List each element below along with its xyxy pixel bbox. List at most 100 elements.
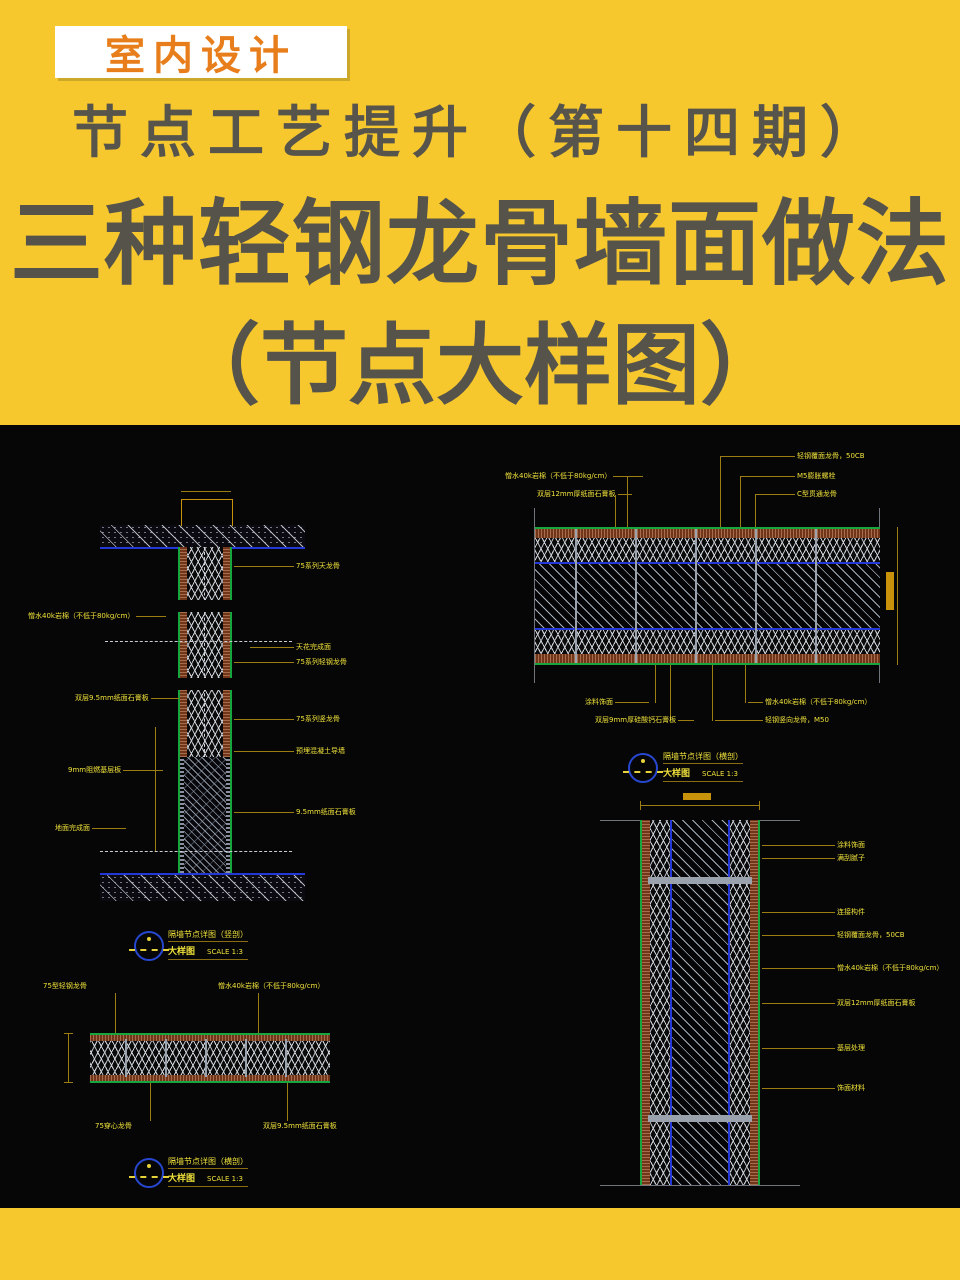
leader-line [150, 1083, 151, 1121]
annotation-label: 憎水40k岩棉（不低于80kg/cm） [505, 472, 612, 480]
annotation-row: 轻钢覆面龙骨，50CB [720, 452, 865, 461]
annotation-row: 75系列轻钢龙骨 [234, 658, 347, 667]
leader-line [762, 935, 835, 937]
drawing-title: 隔墙节点详图（横剖） [663, 751, 743, 764]
gypsum-layer [90, 1035, 330, 1041]
annotation-label: 75系列轻钢龙骨 [296, 658, 347, 666]
leader-line [715, 720, 763, 722]
curb-edge-dots [180, 757, 184, 873]
leader-line [615, 702, 649, 704]
drawing-title-block: 隔墙节点详图（横剖） 大样图 SCALE 1:3 [168, 1156, 248, 1187]
cross-connector-bar [648, 877, 752, 884]
stud-line-blue [670, 820, 672, 1185]
wall-section-upper [178, 547, 232, 757]
scale-label: SCALE 1:3 [207, 948, 243, 956]
finish-line-green [178, 757, 180, 873]
annotation-label: 双层9mm厚硅酸钙石膏板 [595, 716, 677, 724]
floor-slab-hatch [100, 873, 305, 901]
steel-stud [755, 529, 757, 663]
wall-plan-band [535, 527, 880, 665]
section-break-gap [174, 600, 236, 612]
leader-line [762, 845, 835, 847]
annotation-label: 地面完成面 [55, 824, 90, 832]
detail-callout-symbol [129, 1158, 169, 1188]
annotation-label: 9.5mm纸面石膏板 [296, 808, 356, 816]
annotation-label: 轻钢覆面龙骨，50CB [797, 452, 865, 460]
series-subtitle: 节点工艺提升（第十四期） [72, 101, 888, 166]
finish-line-green [178, 547, 180, 757]
drawing-scale-row: 大样图 SCALE 1:3 [663, 766, 743, 782]
leader-line [613, 476, 644, 478]
category-badge: 室内设计 [55, 26, 347, 79]
concrete-curb-section [178, 757, 232, 873]
annotation-row: 地面完成面 [55, 824, 126, 833]
main-title: 三种轻钢龙骨墙面做法 [10, 190, 950, 298]
leader-line [150, 698, 179, 700]
dimension-line [897, 527, 898, 665]
detail-label: 大样图 [168, 1174, 196, 1184]
leader-line [740, 476, 741, 527]
callout-dashes [129, 1176, 169, 1178]
gypsum-layer [642, 820, 650, 1185]
detail-callout-symbol [129, 931, 169, 961]
gypsum-layer [750, 820, 758, 1185]
rockwool-infill [535, 630, 880, 654]
annotation-label: 轻钢覆面龙骨，50CB [837, 931, 905, 939]
rockwool-infill [187, 547, 223, 757]
annotation-row: 轻钢竖向龙骨，M50 [715, 716, 829, 725]
rockwool-infill [90, 1041, 330, 1075]
drawing-scale-row: 大样图 SCALE 1:3 [168, 1171, 248, 1187]
annotation-label: 连接构件 [837, 908, 865, 916]
leader-line [755, 494, 795, 496]
wall-strip [640, 820, 760, 1185]
annotation-label: 憎水40k岩棉（不低于80kg/cm） [218, 982, 325, 990]
annotation-label: M5膨胀螺栓 [797, 472, 836, 480]
finish-line-green [640, 820, 642, 1185]
rockwool-infill [730, 820, 750, 1185]
annotation-row: 天花完成面 [250, 643, 331, 652]
drawing-title: 隔墙节点详图（竖剖） [168, 929, 248, 942]
drawing-title: 隔墙节点详图（横剖） [168, 1156, 248, 1169]
drawing-title-block: 隔墙节点详图（横剖） 大样图 SCALE 1:3 [663, 751, 743, 782]
annotation-row: C型贯通龙骨 [755, 490, 837, 499]
leader-line [250, 647, 294, 649]
annotation-row: 轻钢覆面龙骨，50CB [762, 931, 905, 940]
footer-band [0, 1208, 960, 1280]
drawing-title-block: 隔墙节点详图（竖剖） 大样图 SCALE 1:3 [168, 929, 248, 960]
leader-line [627, 477, 628, 527]
leader-line [745, 665, 746, 703]
annotation-row: 涂料饰面 [762, 841, 865, 850]
break-line [600, 1185, 800, 1186]
leader-line [123, 770, 164, 772]
annotation-row: 憎水40k岩棉（不低于80kg/cm） [505, 472, 644, 481]
stud-line-blue [728, 820, 730, 1185]
gypsum-layer [535, 529, 880, 538]
annotation-row: 憎水40k岩棉（不低于80kg/cm） [748, 698, 872, 707]
annotation-label: 双层12mm厚纸面石膏板 [537, 490, 616, 498]
floor-finish-dashed-line [100, 851, 292, 852]
steel-stud [815, 529, 817, 663]
gypsum-layer [223, 547, 230, 757]
leader-line [615, 495, 616, 527]
badge-text: 室内设计 [105, 33, 297, 79]
rockwool-infill [535, 538, 880, 562]
annotation-label: 双层9.5mm纸面石膏板 [75, 694, 149, 702]
annotation-label: 75系列天龙骨 [296, 562, 340, 570]
dimension-tick [640, 801, 641, 810]
annotation-row: 憎水40k岩棉（不低于80kg/cm） [28, 612, 167, 621]
curb-edge-dots [226, 757, 230, 873]
annotation-row: 双层9.5mm纸面石膏板 [75, 694, 179, 703]
finish-line-green [90, 1081, 330, 1083]
annotation-row: 满刮腻子 [762, 854, 865, 863]
gypsum-layer [535, 654, 880, 663]
leader-line [748, 702, 763, 704]
leader-line [234, 812, 294, 814]
dimension-tick [64, 1082, 73, 1083]
steel-stud [245, 1039, 247, 1077]
annotation-label: 憎水40k岩棉（不低于80kg/cm） [765, 698, 872, 706]
leader-line [762, 1048, 835, 1050]
drawing-scale-row: 大样图 SCALE 1:3 [168, 944, 248, 960]
leader-line [617, 494, 632, 496]
leader-line [136, 616, 167, 618]
annotation-label: 饰面材料 [837, 1084, 865, 1092]
